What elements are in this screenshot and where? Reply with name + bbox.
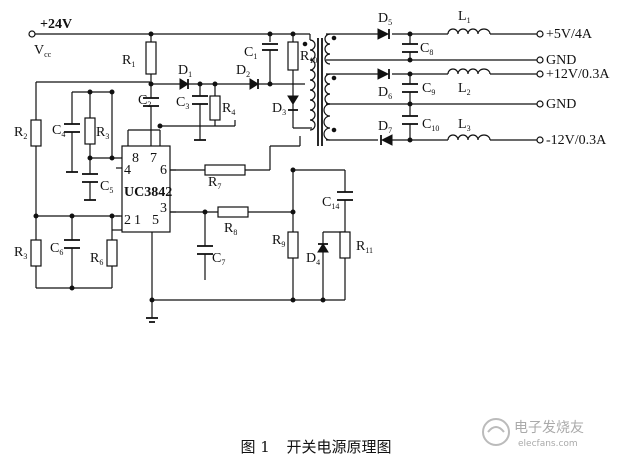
- resistor-r7: [204, 164, 246, 176]
- ground-symbols: [66, 139, 206, 323]
- resistor-r8: [217, 206, 249, 218]
- label-c8: C8: [420, 41, 433, 57]
- label-d4: D4: [306, 251, 320, 267]
- label-r3: R3: [96, 125, 109, 141]
- label-r11: R11: [356, 239, 373, 255]
- diodes: [179, 28, 393, 253]
- watermark-domain: elecfans.com: [518, 439, 578, 449]
- ic-name-label: UC3842: [124, 185, 172, 200]
- resistor-r3-lower: [30, 239, 42, 267]
- ic-pin-5: 5: [152, 213, 159, 228]
- transformer: [302, 33, 337, 146]
- output-label-4: -12V/0.3A: [546, 133, 607, 148]
- label-c9: C9: [422, 81, 435, 97]
- label-r6: R6: [90, 251, 103, 267]
- watermark-logo: 电子发烧友 elecfans.com: [482, 418, 584, 449]
- ic-pin-6: 6: [160, 163, 167, 178]
- inductors: [447, 28, 491, 141]
- label-c6: C6: [50, 241, 63, 257]
- label-r8: R8: [224, 221, 237, 237]
- label-c3: C3: [176, 95, 189, 111]
- resistor-r9: [287, 231, 299, 259]
- ic-pin-2: 2: [124, 213, 131, 228]
- resistor-r2: [30, 119, 42, 147]
- label-r4: R4: [222, 101, 235, 117]
- resistor-r6: [106, 239, 118, 267]
- junction-dots: [33, 31, 413, 303]
- label-c2: C2: [138, 93, 151, 109]
- label-d2: D2: [236, 63, 250, 79]
- label-c7: C7: [212, 251, 225, 267]
- resistor-r4: [209, 95, 221, 121]
- vcc-label: Vcc: [34, 43, 52, 59]
- label-d7: D7: [378, 119, 392, 135]
- output-label-3: GND: [546, 97, 576, 112]
- ic-pin-8: 8: [132, 151, 139, 166]
- label-r9: R9: [272, 233, 285, 249]
- label-c5: C5: [100, 179, 113, 195]
- supply-voltage-label: +24V: [40, 17, 72, 32]
- label-d5: D5: [378, 11, 392, 27]
- wires: [32, 33, 540, 318]
- resistor-r11: [339, 231, 351, 259]
- label-d1: D1: [178, 63, 192, 79]
- figure-title: 开关电源原理图: [286, 438, 392, 456]
- label-l3: L3: [458, 117, 471, 133]
- label-r3: R3: [14, 245, 27, 261]
- figure-number: 图 1: [240, 438, 270, 456]
- label-c1: C1: [244, 45, 257, 61]
- resistor-r1: [145, 41, 157, 75]
- label-c4: C4: [52, 123, 65, 139]
- label-d6: D6: [378, 85, 392, 101]
- ic-pin-7: 7: [150, 151, 157, 166]
- output-label-2: +12V/0.3A: [546, 67, 610, 82]
- label-r10: R10: [300, 49, 317, 65]
- capacitors: [64, 43, 418, 255]
- ic-pin-1: 1: [134, 213, 141, 228]
- figure-caption: 图 1 开关电源原理图: [0, 436, 632, 457]
- label-r1: R1: [122, 53, 135, 69]
- ic-pin-4: 4: [124, 163, 131, 178]
- resistor-r3-upper: [84, 117, 96, 145]
- output-label-1: GND: [546, 53, 576, 68]
- output-label-0: +5V/4A: [546, 27, 593, 42]
- label-l2: L2: [458, 81, 471, 97]
- resistor-r10: [287, 41, 299, 71]
- label-r7: R7: [208, 175, 221, 191]
- label-c10: C10: [422, 117, 439, 133]
- watermark-text: 电子发烧友: [514, 420, 584, 436]
- terminals: [28, 30, 544, 144]
- label-d3: D3: [272, 101, 286, 117]
- label-c14: C14: [322, 195, 339, 211]
- ic-pin-3: 3: [160, 201, 167, 216]
- ic-uc3842: [116, 145, 176, 233]
- label-r2: R2: [14, 125, 27, 141]
- label-l1: L1: [458, 9, 471, 25]
